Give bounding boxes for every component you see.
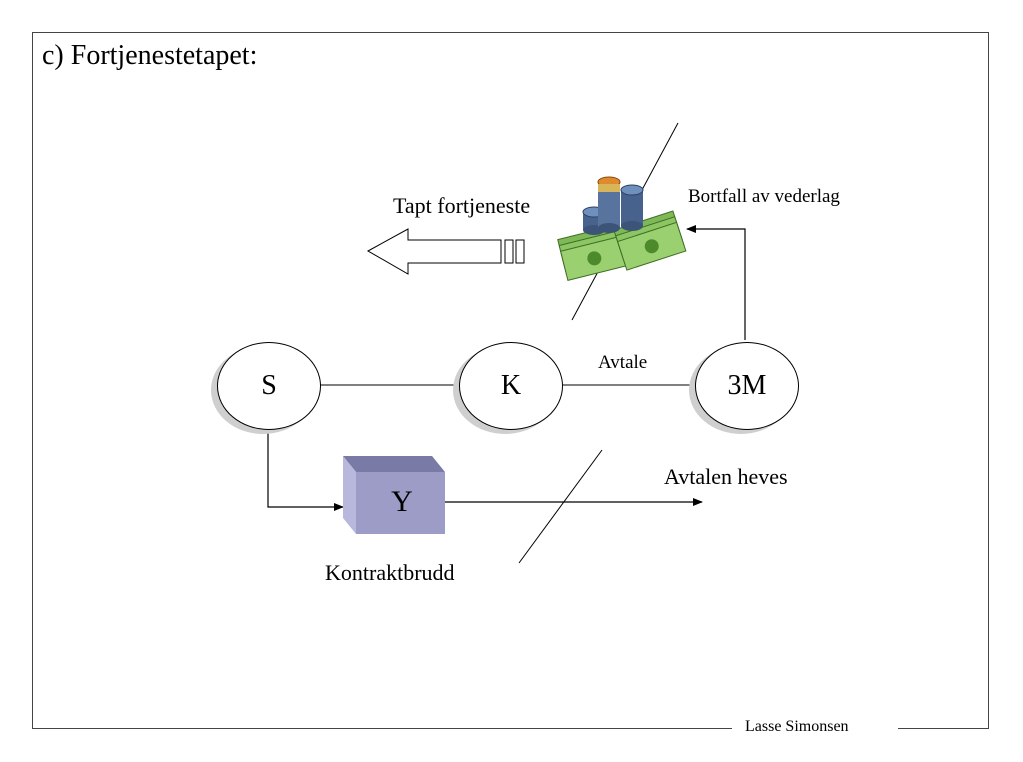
strike-line-bottom bbox=[518, 449, 603, 564]
node-y-label: Y bbox=[391, 485, 413, 518]
label-bortfall-av-vederlag: Bortfall av vederlag bbox=[688, 186, 840, 207]
node-s-label: S bbox=[261, 370, 277, 401]
node-k: K bbox=[459, 342, 563, 430]
label-avtale: Avtale bbox=[598, 352, 648, 373]
edge-s-to-y bbox=[267, 430, 344, 511]
y-box-shape bbox=[343, 456, 445, 534]
label-kontraktbrudd: Kontraktbrudd bbox=[325, 560, 455, 585]
footer-author: Lasse Simonsen bbox=[745, 718, 849, 735]
label-avtalen-heves: Avtalen heves bbox=[664, 464, 788, 489]
money-stack-icon bbox=[557, 176, 687, 282]
hollow-left-arrow-icon bbox=[366, 228, 525, 275]
slide-title: c) Fortjenestetapet: bbox=[42, 40, 258, 71]
frame-bottom-border-right bbox=[898, 728, 989, 729]
frame-right-border bbox=[988, 32, 989, 729]
frame-top-border bbox=[32, 32, 989, 33]
edge-3m-to-money bbox=[686, 225, 746, 340]
node-k-label: K bbox=[500, 370, 522, 401]
node-3m: 3M bbox=[695, 342, 799, 430]
node-3m-label: 3M bbox=[727, 370, 767, 401]
frame-left-border bbox=[32, 32, 33, 729]
label-tapt-fortjeneste: Tapt fortjeneste bbox=[393, 193, 531, 218]
node-s: S bbox=[217, 342, 321, 430]
frame-bottom-border-left bbox=[32, 728, 732, 729]
